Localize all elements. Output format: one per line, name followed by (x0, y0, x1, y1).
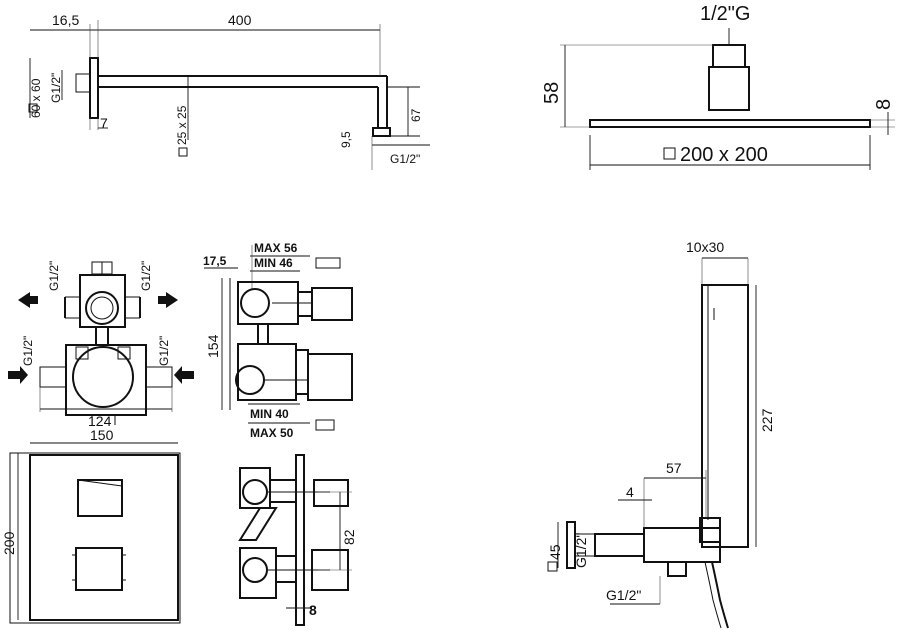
arm-dim-67: 67 (409, 108, 423, 122)
section-wall-plate (295, 454, 305, 626)
diverter-lever (77, 479, 123, 517)
valve-g12-lower-right: G1/2" (157, 336, 171, 366)
hand-dim-45: 45 (547, 544, 563, 560)
valve-dim-124: 124 (88, 413, 112, 429)
hand-g12-horizontal: G1/2" (606, 587, 641, 603)
hand-shower-body (701, 284, 749, 548)
head-neck (708, 66, 750, 111)
valve-dim-150: 150 (90, 427, 114, 443)
valve-dim-154: 154 (205, 334, 221, 358)
hand-g12-vertical: G1/2" (573, 533, 589, 568)
arm-dim-60x60: 60 x 60 (29, 78, 43, 118)
outlet-arrow-right (158, 292, 178, 308)
valve-dim-82: 82 (341, 529, 357, 545)
hand-shower-drawing: 10x30 227 57 4 45 G1/2" G1/2" (547, 239, 775, 629)
upper-cartridge (311, 287, 353, 321)
head-dim-58: 58 (541, 82, 563, 104)
wall-outlet-body (643, 527, 721, 563)
arm-dim-400: 400 (228, 12, 252, 28)
valve-max56: MAX 56 (254, 241, 298, 255)
valve-dim-8: 8 (309, 602, 317, 618)
arm-dim-7: 7 (100, 115, 108, 131)
shower-arm-drawing: 16,5 400 60 x 60 G1/2" 7 25 x 25 9,5 67 … (28, 12, 430, 170)
arm-outlet (372, 127, 391, 137)
valve-max50: MAX 50 (250, 426, 294, 440)
valve-body-drawing: G1/2" G1/2" G1/2" G1/2" 124 (8, 261, 194, 429)
valve-section-drawing: 82 8 (238, 454, 357, 626)
arm-thread-stub (75, 73, 91, 93)
arm-elbow (377, 76, 388, 128)
valve-g12-upper-right: G1/2" (139, 261, 153, 291)
valve-min46: MIN 46 (254, 256, 293, 270)
inlet-arrow-left (8, 366, 28, 384)
head-dim-8: 8 (873, 99, 895, 110)
valve-dim-200: 200 (1, 531, 17, 555)
trim-plate-outline (9, 452, 181, 624)
outlet-arrow-left (18, 292, 38, 308)
head-dim-12g: 1/2"G (700, 3, 750, 25)
wall-flange (89, 57, 99, 119)
diverter-port (85, 291, 119, 325)
trim-plate-drawing: 150 200 (1, 427, 181, 624)
valve-g12-upper-left: G1/2" (47, 261, 61, 291)
arm-dim-16-5: 16,5 (52, 12, 79, 28)
shower-head-drawing: 1/2"G 58 8 200 x 200 (541, 3, 895, 170)
valve-g12-lower-left: G1/2" (21, 336, 35, 366)
head-dim-200x200: 200 x 200 (680, 144, 768, 166)
hand-dim-10x30: 10x30 (686, 239, 724, 255)
mixer-bore (72, 346, 134, 408)
arm-dim-25x25: 25 x 25 (175, 105, 189, 145)
arm-dim-g12-bottom: G1/2" (390, 152, 420, 166)
valve-dim-17-5: 17,5 (203, 254, 227, 268)
hand-dim-4: 4 (626, 484, 634, 500)
lower-cartridge (307, 353, 353, 401)
mixer-block (65, 344, 147, 416)
hose (711, 561, 729, 629)
arm-dim-g12-left: G1/2" (49, 73, 63, 103)
arm-dim-9-5: 9,5 (339, 131, 353, 148)
trim-plate-inner (29, 454, 179, 621)
head-plate (589, 119, 871, 128)
valve-side-drawing: 17,5 MAX 56 MIN 46 154 MIN 40 MAX 50 (203, 241, 353, 440)
head-connector (712, 44, 746, 68)
inlet-arrow-right (174, 366, 194, 384)
hand-dim-227: 227 (759, 408, 775, 432)
mixer-handle (75, 547, 123, 591)
hand-dim-57: 57 (666, 460, 682, 476)
valve-min40: MIN 40 (250, 407, 289, 421)
